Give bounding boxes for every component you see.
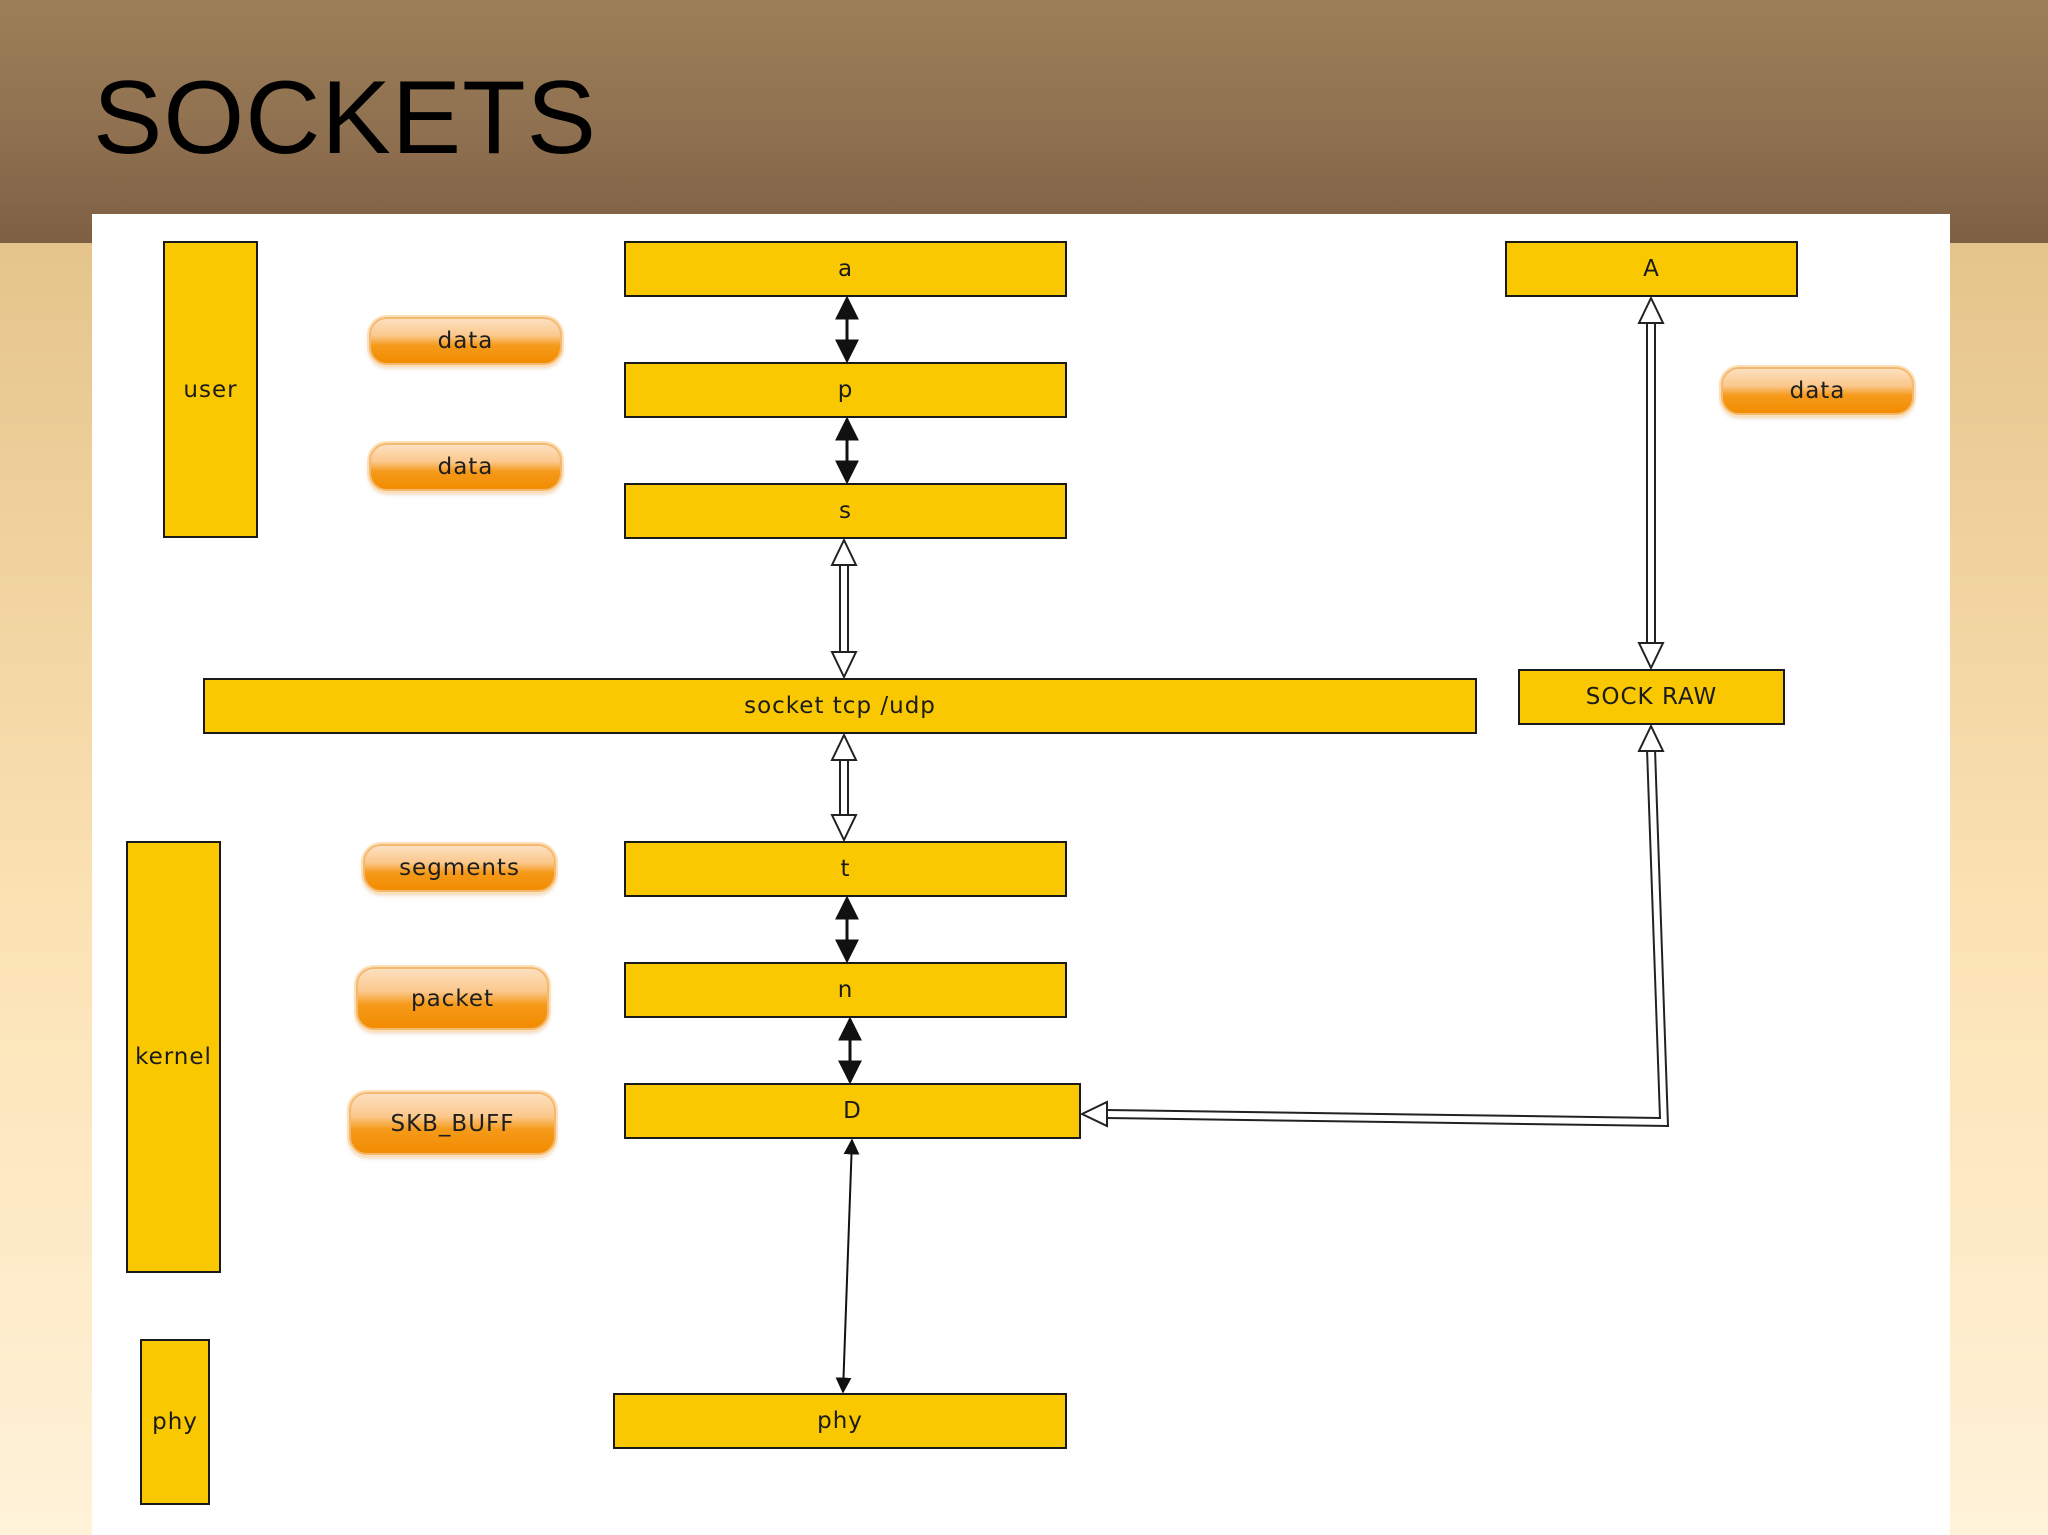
layer-d: D — [624, 1083, 1081, 1139]
skb-buff-pill: SKB_BUFF — [349, 1092, 556, 1155]
user-space-label: user — [163, 241, 258, 538]
packet-pill: packet — [356, 967, 549, 1030]
layer-t: t — [624, 841, 1067, 897]
segments-pill: segments — [363, 844, 556, 892]
physical-layer-label: phy — [140, 1339, 210, 1505]
data-pill: data — [369, 317, 562, 365]
layer-s: s — [624, 483, 1067, 539]
kernel-space-label: kernel — [126, 841, 221, 1273]
header-band — [0, 0, 2048, 243]
data-pill-raw: data — [1721, 367, 1914, 415]
layer-n: n — [624, 962, 1067, 1018]
layer-a: a — [624, 241, 1067, 297]
sock-raw-layer: SOCK RAW — [1518, 669, 1785, 725]
layer-p: p — [624, 362, 1067, 418]
raw-app-layer: A — [1505, 241, 1798, 297]
layer-phy: phy — [613, 1393, 1067, 1449]
socket-tcp-udp-layer: socket tcp /udp — [203, 678, 1477, 734]
slide-title: SOCKETS — [93, 60, 597, 176]
data-pill: data — [369, 443, 562, 491]
